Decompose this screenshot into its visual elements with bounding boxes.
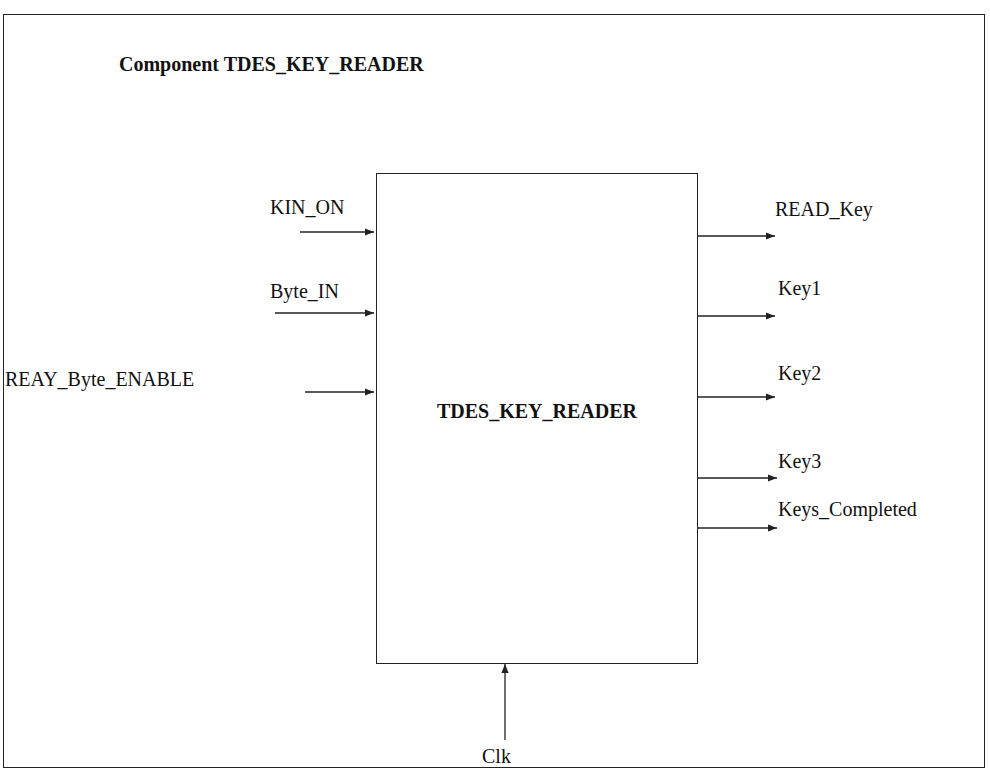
input-arrow: [300, 231, 374, 232]
component-title: Component TDES_KEY_READER: [119, 53, 424, 76]
signal-name: Key1: [778, 277, 821, 300]
component-frame: Component TDES_KEY_READER TDES_KEY_READER: [3, 14, 985, 768]
output-arrow: [697, 477, 777, 478]
block-name: TDES_KEY_READER: [437, 400, 637, 423]
signal-name: KIN_ON: [270, 196, 344, 219]
signal-name: REAY_Byte_ENABLE: [5, 368, 194, 391]
input-arrow: [305, 391, 374, 392]
clock-name: Clk: [482, 745, 511, 768]
signal-name: READ_Key: [775, 198, 873, 221]
output-arrow: [697, 396, 775, 397]
component-block: TDES_KEY_READER: [376, 173, 698, 664]
clock-arrow: [504, 664, 505, 740]
signal-name: Keys_Completed: [778, 498, 917, 521]
signal-name: Key2: [778, 362, 821, 385]
signal-name: Byte_IN: [270, 280, 339, 303]
output-arrow: [697, 315, 775, 316]
output-arrow: [697, 527, 777, 528]
output-arrow: [697, 235, 775, 236]
input-arrow: [275, 312, 374, 313]
signal-name: Key3: [778, 450, 821, 473]
